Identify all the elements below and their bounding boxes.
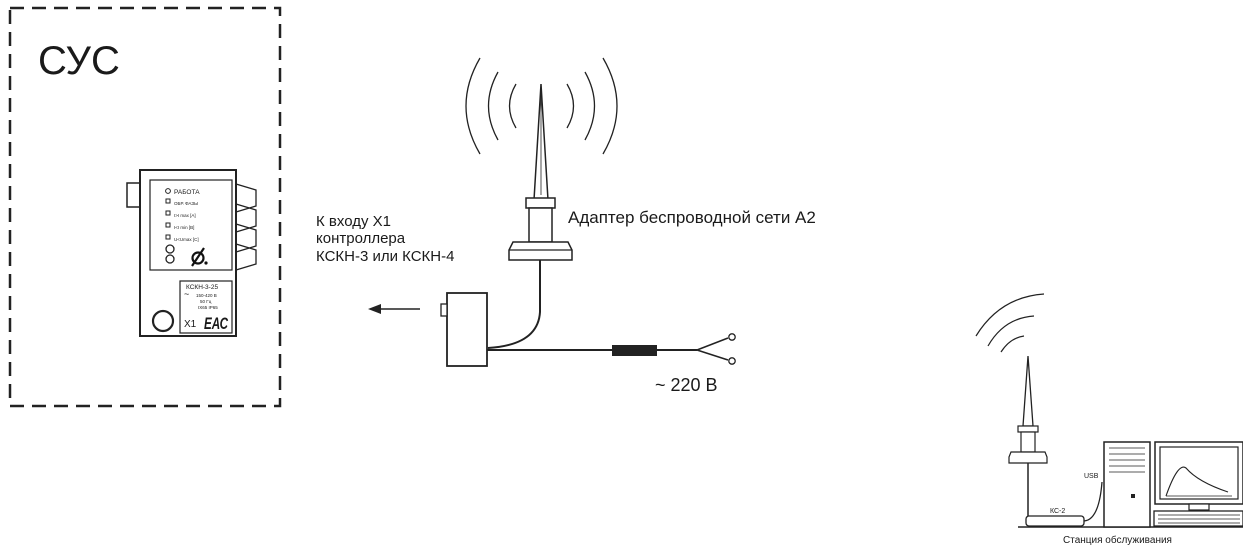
input-arrow xyxy=(368,304,420,314)
ferrite-filter xyxy=(612,345,657,356)
led-indicator xyxy=(165,234,171,240)
usb-label: USB xyxy=(1084,473,1099,480)
station-label: Станция обслуживания xyxy=(1063,535,1172,546)
led-label: I>I max [A] xyxy=(174,213,196,218)
adapter-body xyxy=(446,292,488,367)
round-connector xyxy=(151,309,175,333)
plate-line: 150-420 В xyxy=(196,293,217,298)
keyboard xyxy=(1153,510,1243,527)
control-knob xyxy=(165,244,175,254)
monitor-curve xyxy=(1165,466,1229,497)
led-indicator xyxy=(165,188,171,194)
controller-device: РАБОТА ОБР. ФАЗЫ I>I max [A] I<I min [B]… xyxy=(126,169,257,337)
input-note-line: КСКН-3 или КСКН-4 xyxy=(316,247,455,265)
led-indicator xyxy=(165,222,171,228)
service-station: КС-2 USB xyxy=(975,293,1243,528)
certification-mark: ЕАС xyxy=(204,314,228,333)
input-note: К входу Х1 контроллера КСКН-3 или КСКН-4 xyxy=(316,213,454,265)
cabinet-boundary xyxy=(8,6,282,408)
connector-plugs xyxy=(235,183,257,271)
input-note-line: контроллера xyxy=(316,230,406,248)
power-terminal xyxy=(728,333,736,341)
kc2-box xyxy=(1025,515,1085,527)
led-indicator xyxy=(165,198,171,204)
phase-symbol-icon xyxy=(191,247,208,267)
power-terminal xyxy=(728,357,736,365)
cabinet-title: СУС xyxy=(38,39,120,83)
plate-tilde: ~ xyxy=(184,289,189,299)
radio-waves-icon xyxy=(465,57,618,155)
pc-tower xyxy=(1103,441,1151,528)
port-label: X1 xyxy=(184,319,197,330)
led-label: РАБОТА xyxy=(174,189,200,196)
station-radio-waves-icon xyxy=(975,293,1045,353)
plate-line: IX65 IP65 xyxy=(198,305,218,310)
led-label: I<I min [B] xyxy=(174,225,194,230)
usb-cable xyxy=(1083,481,1103,522)
control-knob xyxy=(165,254,175,264)
kc2-label: КС-2 xyxy=(1050,508,1065,515)
antenna-cable xyxy=(487,260,541,349)
power-label: ~ 220 В xyxy=(655,375,718,395)
input-note-line: К входу Х1 xyxy=(316,213,391,230)
led-label: ОБР. ФАЗЫ xyxy=(174,201,198,206)
station-antenna xyxy=(1022,355,1034,427)
plate-line: 50 Гц xyxy=(200,299,212,304)
spec-plate xyxy=(179,280,233,334)
led-label: U<Umax [C] xyxy=(174,237,199,242)
led-indicator xyxy=(165,210,171,216)
adapter-label: Адаптер беспроводной сети А2 xyxy=(568,208,816,227)
adapter-a2 xyxy=(440,57,736,367)
plate-model: КСКН-3-25 xyxy=(186,284,218,291)
